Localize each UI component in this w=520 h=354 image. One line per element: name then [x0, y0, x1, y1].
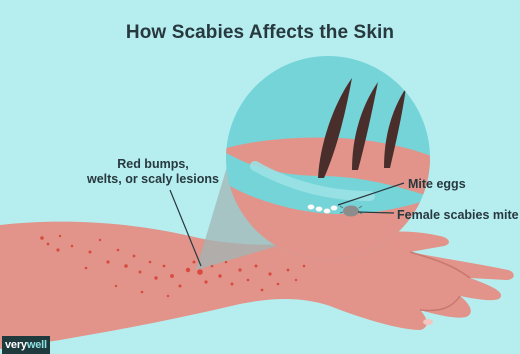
verywell-logo: verywell: [2, 336, 50, 354]
female-mite-label: Female scabies mite: [397, 208, 519, 223]
page-title: How Scabies Affects the Skin: [0, 22, 520, 44]
brand-part-2: well: [27, 339, 47, 351]
lesions-label: Red bumps, welts, or scaly lesions: [78, 157, 228, 187]
mite-eggs-label: Mite eggs: [408, 177, 466, 192]
lesions-label-line-2: welts, or scaly lesions: [78, 172, 228, 187]
brand-part-1: very: [5, 339, 27, 351]
lesions-label-line-1: Red bumps,: [78, 157, 228, 172]
